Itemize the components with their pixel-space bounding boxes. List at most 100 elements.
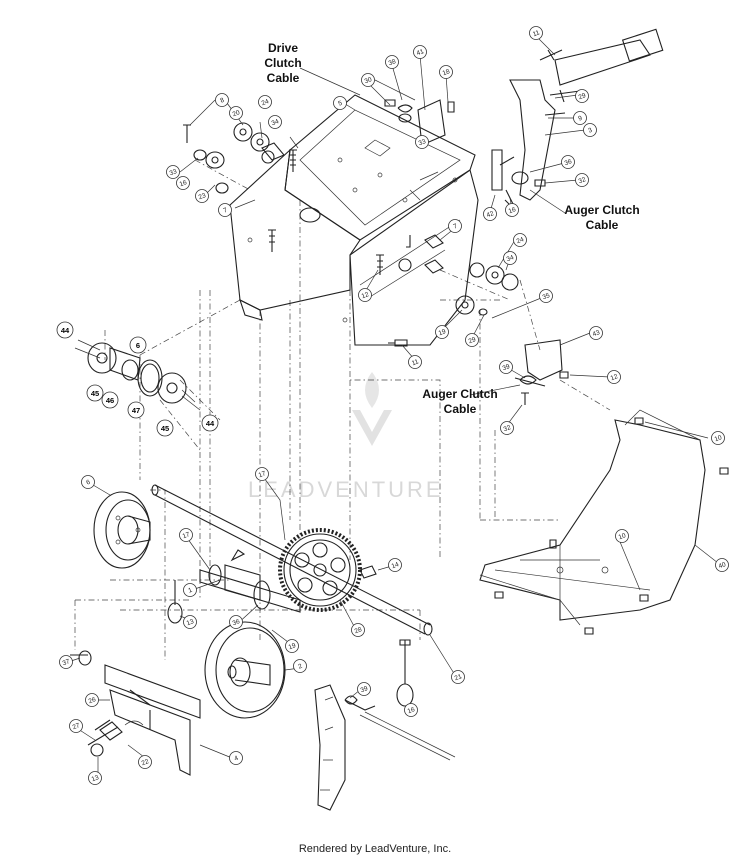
callout-7: 7: [448, 219, 462, 233]
footer-credit: Rendered by LeadVenture, Inc.: [299, 843, 451, 855]
connector-lines: [74, 159, 611, 660]
svg-text:2: 2: [297, 663, 303, 671]
callout-37: 37: [59, 655, 73, 669]
callout-bold-47: 47: [127, 401, 145, 419]
svg-text:32: 32: [503, 424, 513, 433]
gear-shaft: [199, 528, 377, 613]
callout-41: 41: [413, 45, 427, 59]
callout-27: 27: [69, 719, 83, 733]
left-hardware: [183, 122, 285, 194]
callout-21: 21: [451, 670, 465, 684]
svg-text:33: 33: [418, 138, 428, 147]
callout-18: 18: [439, 65, 453, 79]
callout-43: 43: [589, 326, 603, 340]
eye-bolts: [167, 580, 414, 707]
svg-text:24: 24: [261, 98, 271, 107]
callout-4: 4: [229, 751, 243, 765]
callout-7: 7: [218, 203, 232, 217]
label-drive-clutch-cable-1: Drive: [268, 41, 298, 55]
callout-bold-6: 6: [129, 336, 147, 354]
callout-28: 28: [351, 623, 365, 637]
svg-text:7: 7: [452, 223, 458, 231]
callout-12: 12: [607, 370, 621, 384]
callout-2: 2: [293, 659, 307, 673]
svg-text:37: 37: [62, 658, 72, 667]
callout-26: 26: [85, 693, 99, 707]
callout-20: 20: [229, 106, 243, 120]
callout-17: 17: [255, 467, 269, 481]
callout-39: 39: [499, 360, 513, 374]
svg-text:36: 36: [232, 618, 242, 627]
callout-17: 17: [179, 528, 193, 542]
callout-16: 16: [404, 703, 418, 717]
label-drive-clutch-cable-2: Clutch: [264, 56, 301, 70]
svg-text:38: 38: [388, 58, 398, 67]
callout-22: 22: [138, 755, 152, 769]
callout-34: 34: [268, 115, 282, 129]
svg-text:21: 21: [454, 673, 464, 682]
svg-text:36: 36: [564, 158, 574, 167]
svg-text:12: 12: [610, 373, 620, 382]
pivot-bracket: [70, 650, 201, 776]
callout-10: 10: [615, 529, 629, 543]
callout-33: 33: [415, 135, 429, 149]
label-auger-clutch-cable-lower-1: Auger Clutch: [422, 387, 497, 401]
callout-38: 38: [385, 55, 399, 69]
svg-text:17: 17: [182, 531, 192, 540]
callout-35: 35: [539, 289, 553, 303]
callout-14: 14: [388, 558, 402, 572]
svg-text:3: 3: [587, 127, 593, 135]
callout-30: 30: [361, 73, 375, 87]
auger-clutch-bracket: [514, 339, 569, 405]
svg-text:30: 30: [364, 76, 374, 85]
svg-text:34: 34: [506, 254, 516, 263]
callout-24: 24: [513, 233, 527, 247]
lower-cable-bracket: [314, 684, 456, 811]
svg-text:14: 14: [391, 561, 401, 570]
svg-text:19: 19: [288, 642, 298, 651]
callout-32: 32: [575, 173, 589, 187]
callout-32: 32: [500, 421, 514, 435]
svg-text:33: 33: [169, 168, 179, 177]
svg-text:17: 17: [258, 470, 268, 479]
svg-text:47: 47: [132, 406, 140, 415]
svg-text:13: 13: [186, 618, 196, 627]
callout-33: 33: [166, 165, 180, 179]
svg-text:1: 1: [187, 587, 193, 595]
svg-text:23: 23: [198, 192, 208, 201]
callout-42: 42: [483, 207, 497, 221]
callout-19: 19: [435, 325, 449, 339]
callout-16: 16: [505, 203, 519, 217]
callout-29: 29: [465, 333, 479, 347]
leader-lines: [67, 34, 719, 775]
callout-bold-44: 44: [201, 414, 219, 432]
label-auger-clutch-cable-lower-2: Cable: [444, 402, 477, 416]
svg-text:46: 46: [106, 396, 114, 405]
drive-pulley: [93, 491, 151, 569]
svg-text:44: 44: [61, 326, 70, 335]
svg-text:32: 32: [578, 176, 588, 185]
svg-text:35: 35: [542, 292, 552, 301]
svg-text:24: 24: [516, 236, 526, 245]
svg-text:16: 16: [508, 206, 518, 215]
svg-text:22: 22: [141, 758, 151, 767]
callout-34: 34: [503, 251, 517, 265]
svg-text:42: 42: [486, 210, 496, 219]
callout-1: 1: [183, 583, 197, 597]
callout-bold-45: 45: [156, 419, 174, 437]
svg-text:11: 11: [532, 29, 541, 38]
callout-12: 12: [358, 288, 372, 302]
svg-text:29: 29: [468, 336, 478, 345]
housing-bolts: [268, 149, 411, 347]
callout-6: 6: [81, 475, 95, 489]
callout-bold-44: 44: [56, 321, 74, 339]
svg-text:20: 20: [232, 109, 242, 118]
callout-36: 36: [229, 615, 243, 629]
callout-19: 19: [285, 639, 299, 653]
drive-clutch-bracket: [374, 79, 455, 146]
frame-housing: [229, 94, 479, 346]
callout-36: 36: [561, 155, 575, 169]
